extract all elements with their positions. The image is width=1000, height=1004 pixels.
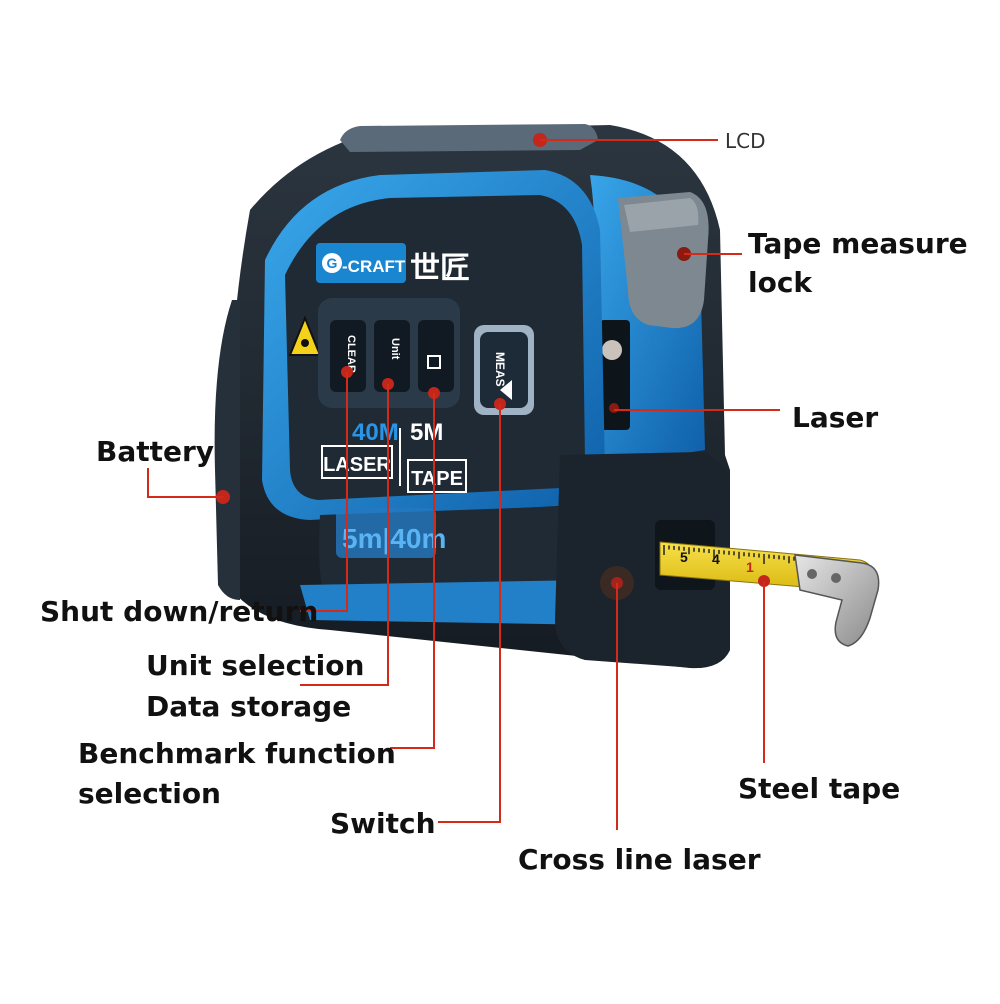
unit-button[interactable] [374,320,410,392]
svg-text:4: 4 [712,551,720,567]
callout-steel-tape: Steel tape [738,772,901,805]
tape-hook [794,554,880,647]
clear-button-label: CLEAR [345,335,357,373]
svg-text:G: G [327,255,338,271]
device-body: G -CRAFT 世匠 CLEAR Unit MEAS 40M LASER 5M [214,124,730,669]
lcd-screen [340,124,598,152]
laser-mode-label: LASER [323,454,391,476]
laser-warning-icon [288,315,322,356]
play-arrow-icon [500,380,512,400]
leader-lines [147,139,780,830]
tape-mode-label: TAPE [411,468,463,490]
brand-logo: -CRAFT [342,257,406,276]
unit-button-label: Unit [389,338,401,360]
callout-tape-lock-line2: lock [748,266,813,299]
brand-logo-cn: 世匠 [410,252,470,285]
laser-range-label: 40M [352,419,399,446]
callout-laser: Laser [792,401,879,434]
tape-range-label: 5M [410,419,443,446]
brand-badge [316,243,406,283]
laser-window [600,320,630,430]
storage-icon [427,355,441,369]
svg-text:5: 5 [680,549,688,565]
callout-switch: Switch [330,807,436,840]
callout-lcd: LCD [725,129,766,153]
callout-benchmark-line1: Benchmark function [78,737,396,770]
meas-button-label: MEAS [493,352,507,387]
callout-cross-line-laser: Cross line laser [518,843,761,876]
callout-tape-lock-line1: Tape measure [748,227,968,260]
svg-text:1: 1 [746,559,754,575]
callout-battery: Battery [96,435,215,468]
embossed-model-text: 5m|40m [342,523,446,554]
callout-data-storage: Data storage [146,690,352,723]
steel-tape: 5 4 1 [659,541,880,647]
callout-benchmark-line2: selection [78,777,221,810]
callout-shutdown: Shut down/return [40,595,319,628]
clear-button[interactable] [330,320,366,392]
laser-lens-icon [602,340,622,360]
callout-unit: Unit selection [146,649,365,682]
